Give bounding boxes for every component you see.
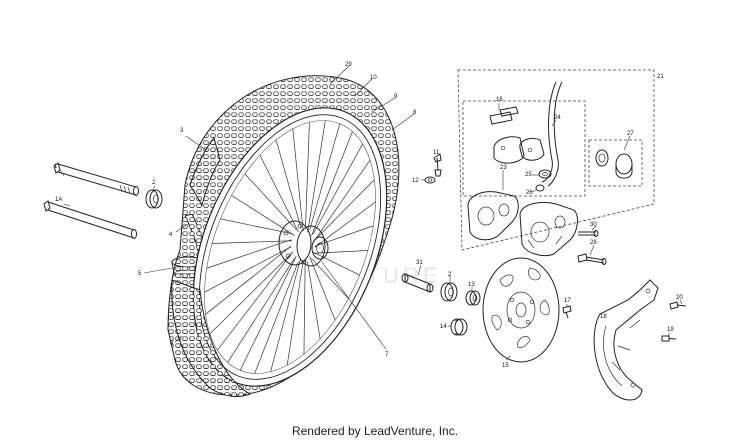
brake-pads-22[interactable] — [489, 106, 545, 164]
label-26[interactable]: 26 — [526, 190, 533, 196]
label-30[interactable]: 30 — [590, 222, 597, 228]
label-18[interactable]: 18 — [600, 314, 607, 320]
spoke — [206, 239, 292, 269]
spoke — [254, 261, 299, 374]
footer-credit: Rendered by LeadVenture, Inc. — [291, 424, 459, 438]
spoke — [311, 131, 353, 236]
spokes — [204, 120, 376, 374]
valve-nut-12[interactable] — [424, 176, 436, 184]
caliper-23[interactable] — [467, 191, 578, 257]
label-16[interactable]: 16 — [496, 97, 503, 103]
spoke — [307, 120, 326, 233]
spoke — [307, 261, 321, 339]
banjo-25[interactable] — [538, 169, 552, 179]
rim-inner — [198, 114, 382, 380]
spoke — [313, 159, 371, 242]
washer-26[interactable] — [535, 184, 545, 192]
spacer-31[interactable] — [401, 273, 434, 293]
label-19[interactable]: 19 — [667, 327, 674, 333]
label-11[interactable]: 11 — [433, 150, 440, 156]
label-25[interactable]: 25 — [525, 172, 532, 178]
brake-disc-15[interactable] — [482, 257, 560, 363]
pin-30[interactable] — [578, 230, 599, 237]
label-14[interactable]: 14 — [440, 324, 447, 330]
collar-13[interactable] — [465, 290, 481, 306]
label-1[interactable]: 1 — [54, 164, 58, 170]
bearing-14[interactable] — [450, 318, 468, 336]
spoke — [205, 245, 292, 315]
spoke — [259, 154, 299, 233]
label-17[interactable]: 17 — [564, 298, 571, 304]
spacer-2-right[interactable] — [440, 282, 458, 302]
spoke — [311, 258, 349, 299]
label-7[interactable]: 7 — [385, 352, 389, 358]
spoke — [303, 258, 306, 355]
valve-11[interactable] — [433, 153, 442, 177]
axle-1[interactable] — [53, 162, 139, 196]
spoke — [314, 179, 375, 241]
spoke — [239, 256, 297, 371]
label-24[interactable]: 24 — [554, 115, 561, 121]
spoke — [244, 173, 297, 230]
piston-seals-27[interactable] — [588, 139, 643, 187]
spoke — [312, 143, 363, 235]
spoke — [217, 251, 294, 351]
axle-1a[interactable] — [43, 200, 137, 239]
bolt-20[interactable] — [669, 301, 687, 310]
disc-guard-18[interactable] — [593, 279, 659, 401]
label-12[interactable]: 12 — [412, 178, 419, 184]
label-29[interactable]: 29 — [345, 62, 352, 68]
spoke — [286, 262, 304, 366]
label-2-left[interactable]: 2 — [152, 180, 156, 186]
wheel-assembly — [167, 75, 400, 397]
label-4[interactable]: 4 — [169, 232, 173, 238]
spoke — [312, 251, 360, 276]
label-3[interactable]: 3 — [180, 128, 184, 134]
label-13[interactable]: 13 — [468, 282, 475, 288]
spoke — [292, 128, 304, 232]
spoke — [309, 123, 341, 230]
label-9[interactable]: 9 — [394, 94, 398, 100]
label-1a[interactable]: 1A — [55, 197, 62, 203]
spoke — [270, 258, 301, 372]
caliper-group-21 — [457, 69, 655, 251]
label-15[interactable]: 15 — [502, 363, 509, 369]
spoke — [314, 250, 368, 254]
spacer-2-left[interactable] — [145, 189, 163, 209]
spoke — [305, 122, 310, 228]
label-10[interactable]: 10 — [370, 75, 377, 81]
bolt-28[interactable] — [577, 253, 607, 265]
label-5[interactable]: 5 — [138, 271, 142, 277]
label-28[interactable]: 28 — [590, 240, 597, 246]
bolt-19[interactable] — [661, 335, 677, 342]
leader-lines — [59, 65, 683, 361]
label-2-right[interactable]: 2 — [448, 272, 452, 278]
spoke — [275, 139, 302, 228]
spoke — [231, 195, 295, 236]
label-8[interactable]: 8 — [413, 110, 417, 116]
label-6[interactable]: 6 — [170, 341, 174, 347]
label-23[interactable]: 23 — [500, 165, 507, 171]
spoke — [309, 256, 336, 321]
bolt-17[interactable] — [562, 305, 572, 319]
tire-upper-left — [189, 136, 221, 207]
spoke — [227, 258, 295, 363]
label-20[interactable]: 20 — [676, 295, 683, 301]
part-labels: 1 1A 2 3 4 5 6 29 10 9 8 7 11 12 31 2 13… — [54, 62, 683, 369]
spoke — [204, 246, 292, 293]
label-31[interactable]: 31 — [416, 260, 423, 266]
tire-6[interactable] — [171, 279, 252, 397]
spoke — [209, 252, 293, 335]
label-21[interactable]: 21 — [657, 74, 664, 80]
label-27[interactable]: 27 — [627, 131, 634, 137]
hub-7[interactable] — [278, 220, 329, 267]
